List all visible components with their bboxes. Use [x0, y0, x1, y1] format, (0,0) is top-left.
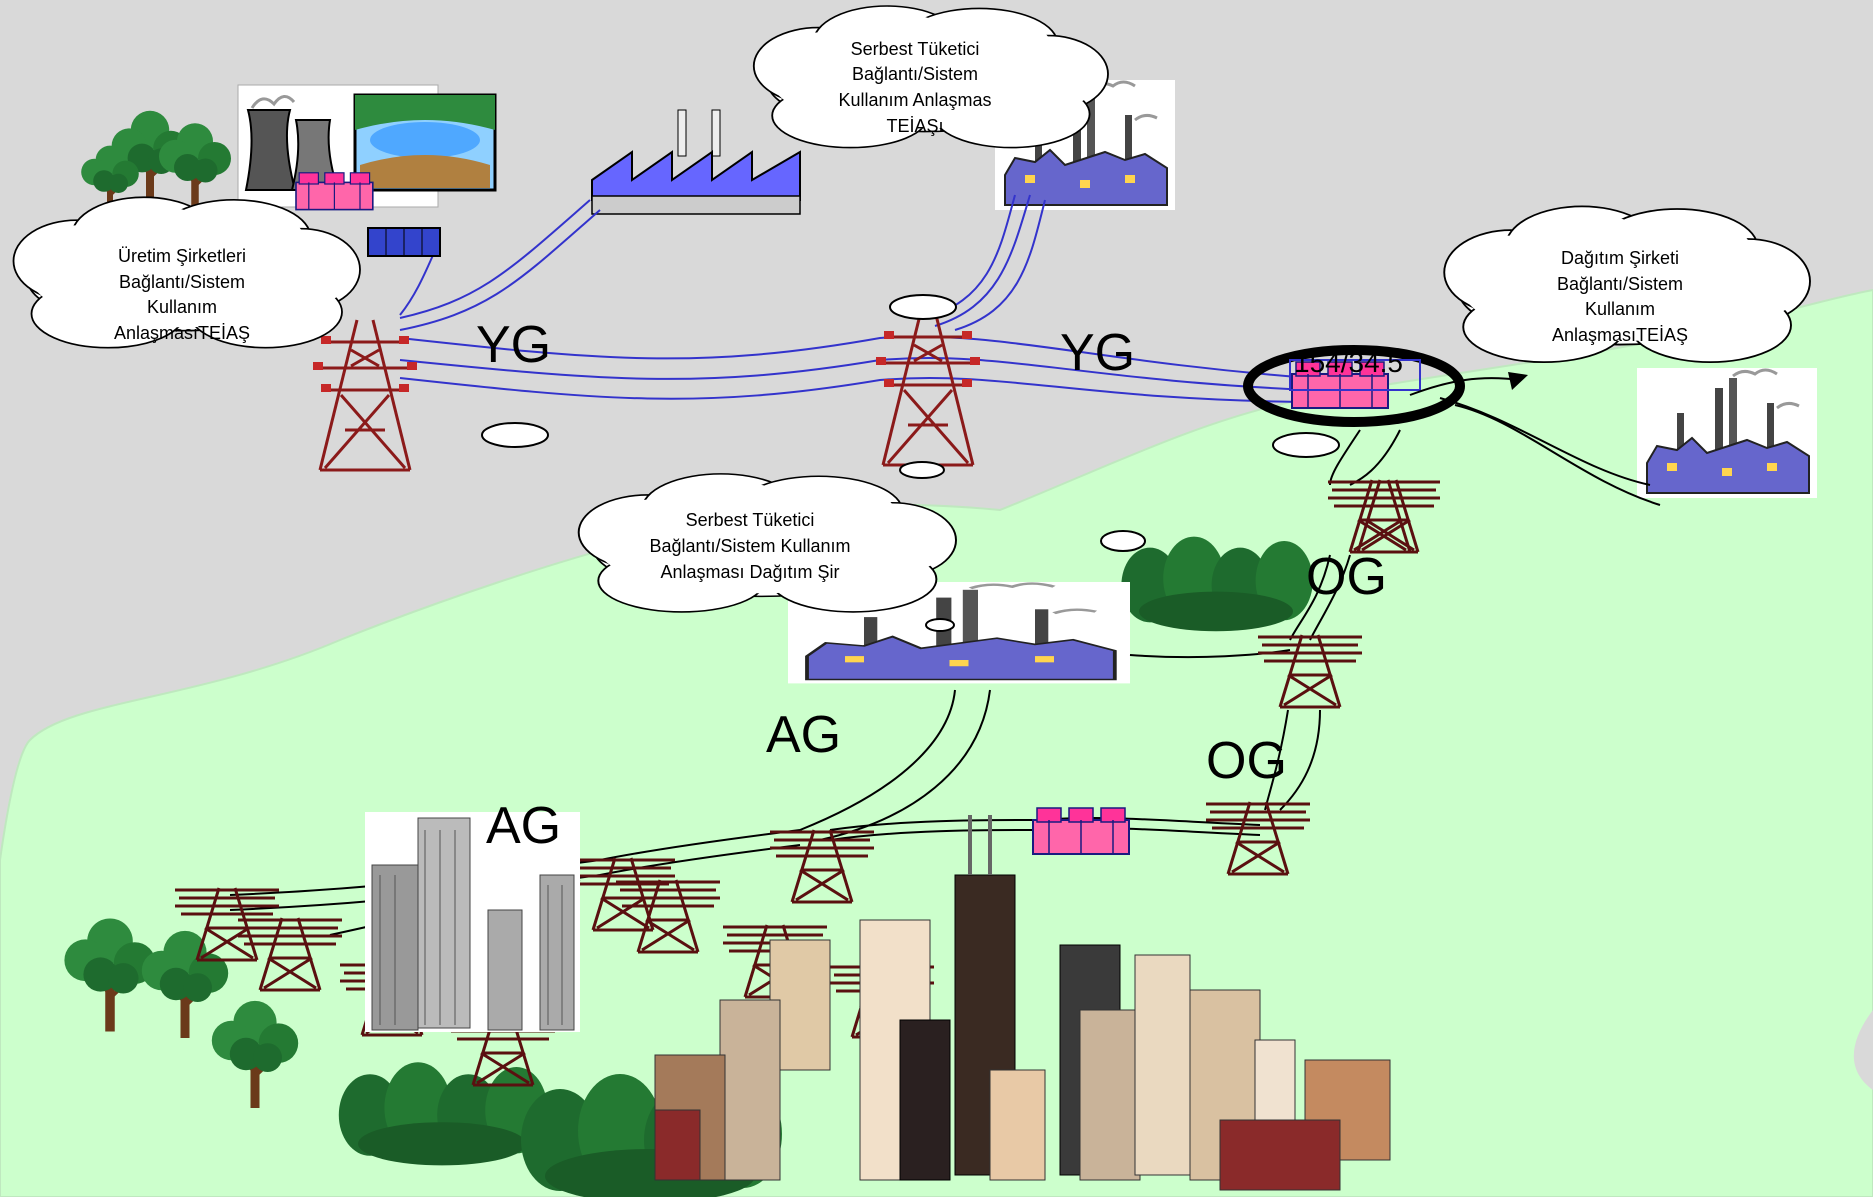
consumer-plant-icon: [1635, 366, 1819, 500]
cloud-dagitim-line-4: AnlaşmasıTEİAŞ: [1552, 325, 1688, 345]
label-ag-mid: AG: [766, 706, 841, 764]
transformer-icon: [295, 172, 374, 211]
factory-icon: [591, 109, 801, 215]
city-skyline-icon: [654, 815, 1391, 1191]
cloud-serbest-top-line-1: Serbest Tüketici: [851, 39, 980, 59]
transformer-icon: [367, 227, 441, 257]
land-edge-right: [1853, 1010, 1873, 1090]
cloud-dagitim-line-2: Bağlantı/Sistem: [1557, 274, 1683, 294]
dam-icon: [353, 93, 497, 192]
cloud-serbest-top-line-2: Bağlantı/Sistem: [852, 64, 978, 84]
label-yg-left: YG: [476, 316, 551, 374]
cloud-uretim-line-2: Bağlantı/Sistem: [119, 272, 245, 292]
cloud-serbest-mid-line-2: Bağlantı/Sistem Kullanım: [649, 536, 850, 556]
substation: 154/34.5: [1243, 345, 1465, 427]
thought-bubbles: [481, 294, 1340, 632]
cloud-dagitim-line-3: Kullanım: [1585, 299, 1655, 319]
cloud-serbest-top-line-4: TEİAŞı: [886, 116, 943, 136]
label-og-top: OG: [1306, 548, 1387, 606]
substation-label: 154/34.5: [1294, 347, 1403, 378]
cloud-serbest-mid-line-1: Serbest Tüketici: [686, 510, 815, 530]
cloud-uretim-line-1: Üretim Şirketleri: [118, 246, 246, 266]
hv-lines: [399, 194, 1311, 403]
label-yg-right: YG: [1060, 324, 1135, 382]
cloud-serbest-mid-line-3: Anlaşması Dağıtım Şir: [660, 562, 839, 582]
cloud-serbest-top-line-3: Kullanım Anlaşmas: [838, 90, 991, 110]
label-og-bottom: OG: [1206, 732, 1287, 790]
label-ag-left: AG: [486, 797, 561, 855]
arrows: [1409, 377, 1661, 506]
cloud-uretim-line-4: AnlaşmasıTEİAŞ: [114, 323, 250, 343]
transformer-icon: [1032, 807, 1130, 855]
skyscraper-icon: [365, 812, 580, 1032]
cloud-dagitim-line-1: Dağıtım Şirketi: [1561, 248, 1679, 268]
cloud-uretim-line-3: Kullanım: [147, 297, 217, 317]
